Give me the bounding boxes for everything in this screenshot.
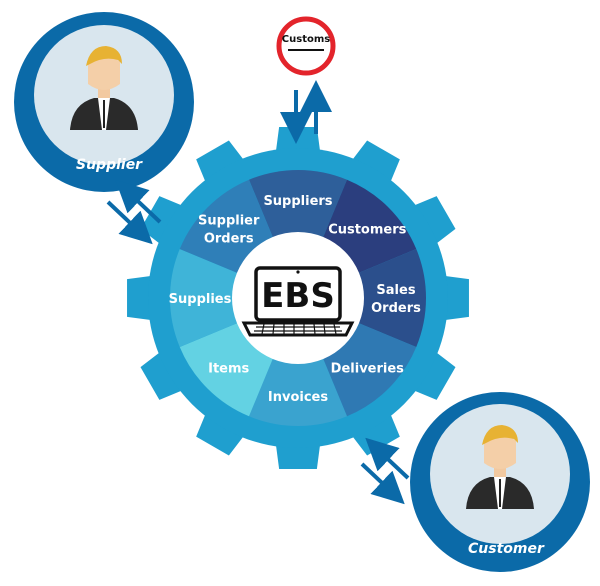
ebs-label: EBS <box>261 276 335 316</box>
arrow-to-gear <box>365 437 410 480</box>
supplier-badge: Supplier <box>14 12 194 192</box>
arrow-to-customer <box>360 462 405 505</box>
segment-label: Invoices <box>268 390 328 405</box>
arrow-to-supplier <box>115 179 162 224</box>
arrow-to-gear <box>106 200 153 245</box>
customer-label: Customer <box>468 541 545 557</box>
segment-label: Orders <box>204 232 254 247</box>
segment-label: Suppliers <box>263 194 332 209</box>
supplier-person-icon <box>70 46 138 130</box>
segment-label: Items <box>208 361 249 376</box>
customs-exchange-arrows <box>280 80 332 144</box>
segment-label: Sales <box>376 283 415 298</box>
segment-label: Supplier <box>198 214 260 229</box>
segment-label: Orders <box>371 301 421 316</box>
laptop-icon: EBS <box>241 266 355 337</box>
segment-label: Supplies <box>169 292 232 307</box>
segment-label: Deliveries <box>331 361 404 376</box>
customs-badge: Customs <box>276 16 336 76</box>
customer-exchange-arrows <box>360 437 410 505</box>
supplier-label: Supplier <box>76 157 143 173</box>
segment-label: Customers <box>328 223 406 238</box>
customs-label: Customs <box>282 34 330 45</box>
customer-badge: Customer <box>410 392 590 572</box>
customer-person-icon <box>466 425 534 509</box>
supplier-exchange-arrows <box>106 179 162 245</box>
